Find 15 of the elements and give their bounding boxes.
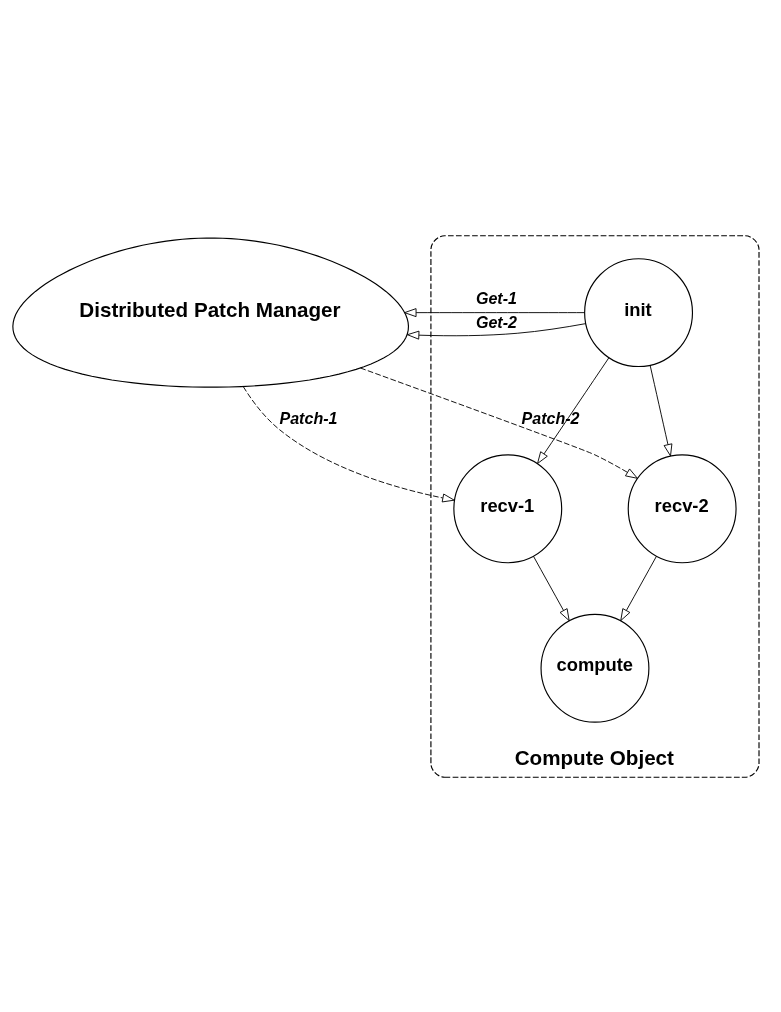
arrow (404, 307, 586, 317)
node-circle: compute (540, 613, 650, 723)
node-circle: recv-1 (453, 453, 563, 563)
edge-label: Patch-2 (521, 408, 580, 427)
arrow (406, 322, 587, 340)
arrow (242, 385, 455, 502)
node-circle: init (584, 257, 694, 367)
arrow (620, 555, 657, 621)
arrow (649, 364, 673, 456)
edge-label: Get-1 (475, 288, 517, 307)
arrow (359, 367, 638, 479)
arrow (533, 555, 570, 621)
edge-label: Patch-1 (279, 408, 338, 427)
arrow (537, 356, 610, 464)
edge-label: Get-2 (475, 312, 517, 331)
